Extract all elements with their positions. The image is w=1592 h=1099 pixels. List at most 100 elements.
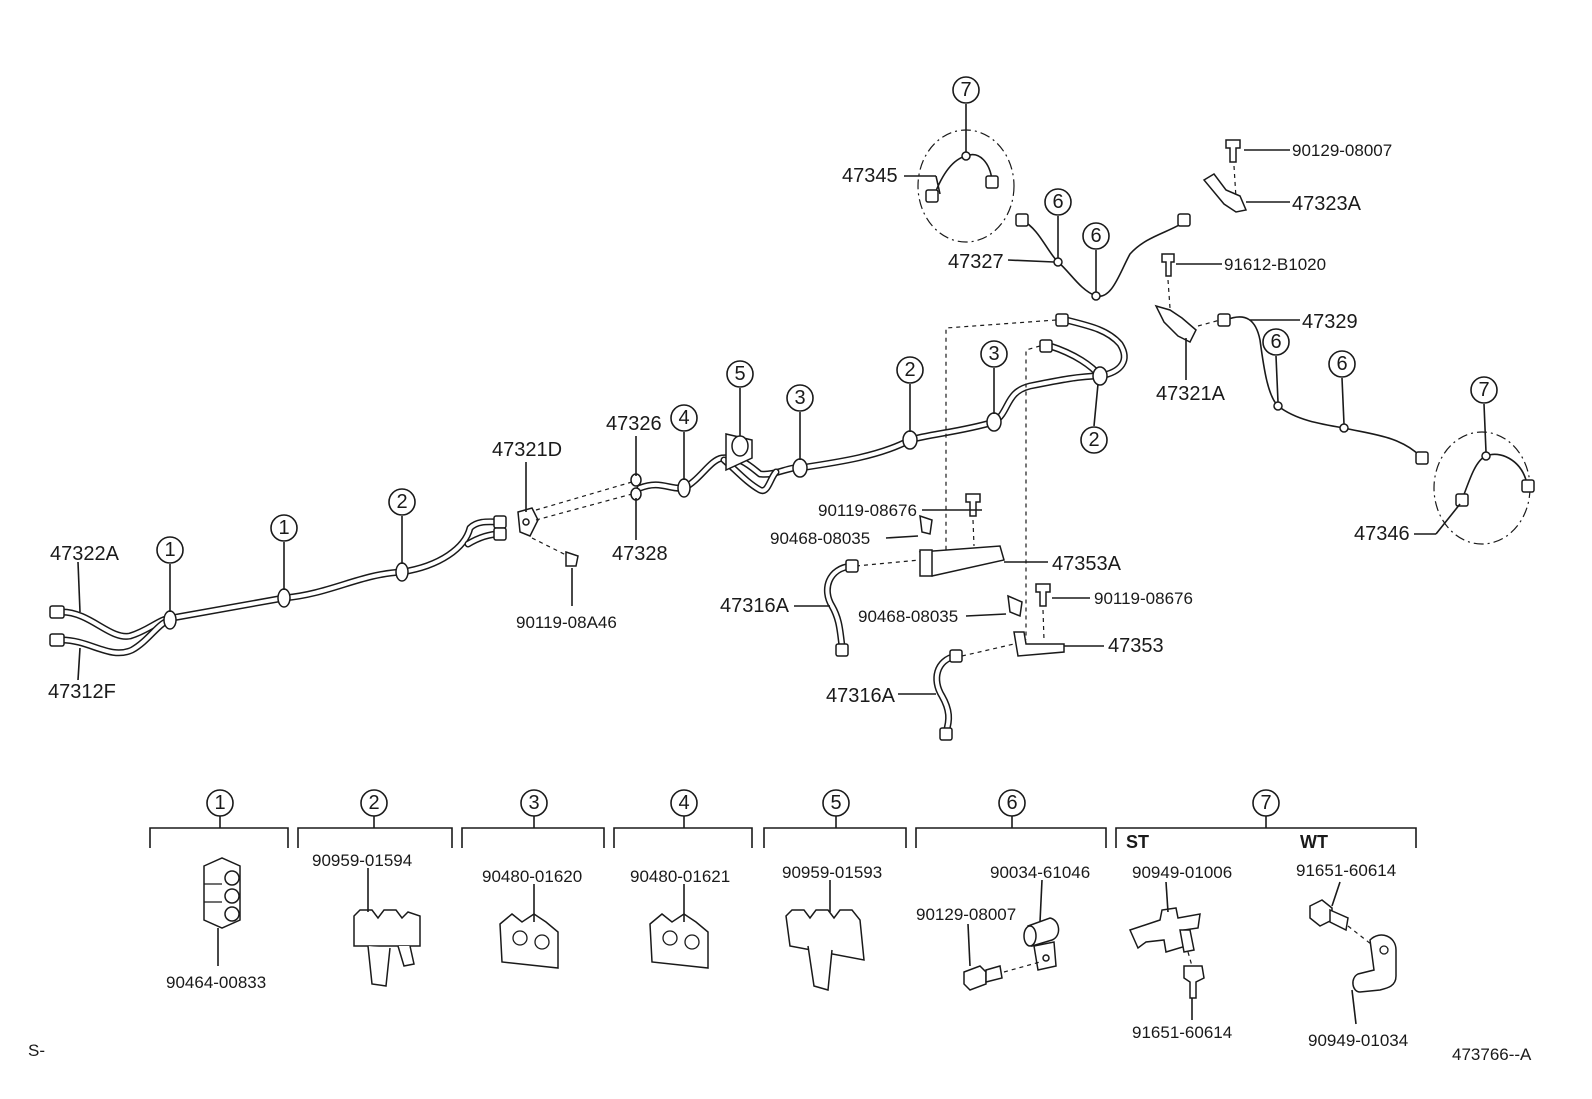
svg-text:6: 6 [1052, 191, 1063, 213]
legend-90480-01621: 90480-01621 [630, 867, 730, 886]
svg-text:6: 6 [1336, 353, 1347, 375]
label-90119-08a46: 90119-08A46 [516, 613, 617, 632]
label-47322a: 47322A [50, 543, 120, 565]
callout-6c: 6 [1262, 328, 1290, 356]
label-90119-08676-a: 90119-08676 [818, 501, 917, 520]
legend-91651-60614-st: 91651-60614 [1132, 1023, 1232, 1042]
label-90468-08035-a: 90468-08035 [770, 529, 870, 548]
legend-callout-4: 4 [670, 789, 698, 817]
bracket-47321d [517, 507, 579, 567]
label-47312f: 47312F [48, 681, 116, 703]
bracket-47323a [1202, 139, 1248, 213]
bolt-90129-08007-icon [963, 923, 1041, 991]
legend-90034-61046: 90034-61046 [990, 863, 1090, 882]
svg-text:7: 7 [1260, 792, 1271, 814]
legend-callout-6: 6 [998, 789, 1026, 817]
bracket-90949-01006-icon [1128, 881, 1201, 967]
legend-callout-3: 3 [520, 789, 548, 817]
legend-90959-01593: 90959-01593 [782, 863, 882, 882]
svg-text:2: 2 [368, 792, 379, 814]
part-labels: 47322A 47312F 47321D 90119-08A46 47326 4… [48, 141, 1410, 707]
svg-text:5: 5 [830, 792, 841, 814]
legend-90464-00833: 90464-00833 [166, 973, 266, 992]
clamp-90959-01593-icon [785, 880, 865, 991]
svg-text:6: 6 [1090, 225, 1101, 247]
clamp-90464-00833-icon [203, 857, 241, 966]
svg-text:1: 1 [214, 792, 225, 814]
footer-right: 473766--A [1452, 1045, 1532, 1064]
legend-90949-01034: 90949-01034 [1308, 1031, 1408, 1050]
bracket-90949-01034-icon [1351, 934, 1397, 1025]
label-47346: 47346 [1354, 523, 1410, 545]
legend-callout-1: 1 [206, 789, 234, 817]
legend-90949-01006: 90949-01006 [1132, 863, 1232, 882]
callout-1a: 1 [156, 536, 184, 564]
svg-text:4: 4 [678, 792, 689, 814]
clamp-90480-01620-icon [499, 884, 559, 969]
label-47321d: 47321D [492, 439, 562, 461]
svg-text:7: 7 [1478, 379, 1489, 401]
label-47329: 47329 [1302, 311, 1358, 333]
svg-text:2: 2 [1088, 429, 1099, 451]
label-47316a-a: 47316A [720, 595, 790, 617]
legend-st-header: ST [1126, 832, 1149, 852]
label-90129-08007: 90129-08007 [1292, 141, 1392, 160]
bolt-91651-60614-st-icon [1183, 965, 1205, 1020]
clip-90034-61046-icon [1023, 879, 1060, 971]
label-90119-08676-b: 90119-08676 [1094, 589, 1193, 608]
label-91612-b1020: 91612-B1020 [1224, 255, 1326, 274]
legend-90959-01594: 90959-01594 [312, 851, 412, 870]
legend-90129-08007: 90129-08007 [916, 905, 1016, 924]
line-47346 [1433, 431, 1535, 545]
label-47326: 47326 [606, 413, 662, 435]
hose-47316a-lower [933, 643, 1015, 741]
svg-text:7: 7 [960, 79, 971, 101]
clamp-legend: 1 2 3 4 5 6 7 90464-00833 90959-01594 [149, 789, 1417, 1050]
bracket-47321a [1154, 253, 1221, 344]
footer-left: S- [28, 1041, 45, 1060]
callout-7a: 7 [952, 76, 980, 104]
legend-91651-60614-wt: 91651-60614 [1296, 861, 1396, 880]
callout-6a: 6 [1044, 188, 1072, 216]
label-47328: 47328 [612, 543, 668, 565]
center-brake-line [630, 313, 1128, 501]
bolt-91651-60614-wt-icon [1309, 881, 1377, 949]
callout-3a: 3 [786, 384, 814, 412]
callout-1b: 1 [270, 514, 298, 542]
label-47327: 47327 [948, 251, 1004, 273]
callout-6b: 6 [1082, 222, 1110, 250]
callout-3b: 3 [980, 340, 1008, 368]
leader-lines [77, 104, 1487, 695]
clamp-90480-01621-icon [649, 884, 709, 969]
line-47329 [1217, 313, 1429, 465]
label-90468-08035-b: 90468-08035 [858, 607, 958, 626]
callout-5a: 5 [726, 360, 754, 388]
callout-2a: 2 [388, 488, 416, 516]
callout-7b: 7 [1470, 376, 1498, 404]
svg-text:6: 6 [1006, 792, 1017, 814]
hose-47316a-upper [823, 559, 921, 657]
callout-6d: 6 [1328, 350, 1356, 378]
legend-90480-01620: 90480-01620 [482, 867, 582, 886]
clamp-90959-01594-icon [353, 868, 421, 987]
svg-text:6: 6 [1270, 331, 1281, 353]
callout-4a: 4 [670, 404, 698, 432]
svg-text:3: 3 [528, 792, 539, 814]
svg-text:2: 2 [396, 491, 407, 513]
label-47321a: 47321A [1156, 383, 1226, 405]
main-brake-line [49, 515, 507, 657]
svg-text:5: 5 [734, 363, 745, 385]
bracket-47353a [918, 493, 1005, 577]
line-47327 [1015, 213, 1191, 301]
svg-text:4: 4 [678, 407, 689, 429]
label-47345: 47345 [842, 165, 898, 187]
legend-wt-header: WT [1300, 832, 1328, 852]
label-47353a: 47353A [1052, 553, 1122, 575]
label-47323a: 47323A [1292, 193, 1362, 215]
callout-2b: 2 [896, 356, 924, 384]
legend-callout-2: 2 [360, 789, 388, 817]
svg-text:2: 2 [904, 359, 915, 381]
svg-text:1: 1 [164, 539, 175, 561]
svg-text:3: 3 [794, 387, 805, 409]
